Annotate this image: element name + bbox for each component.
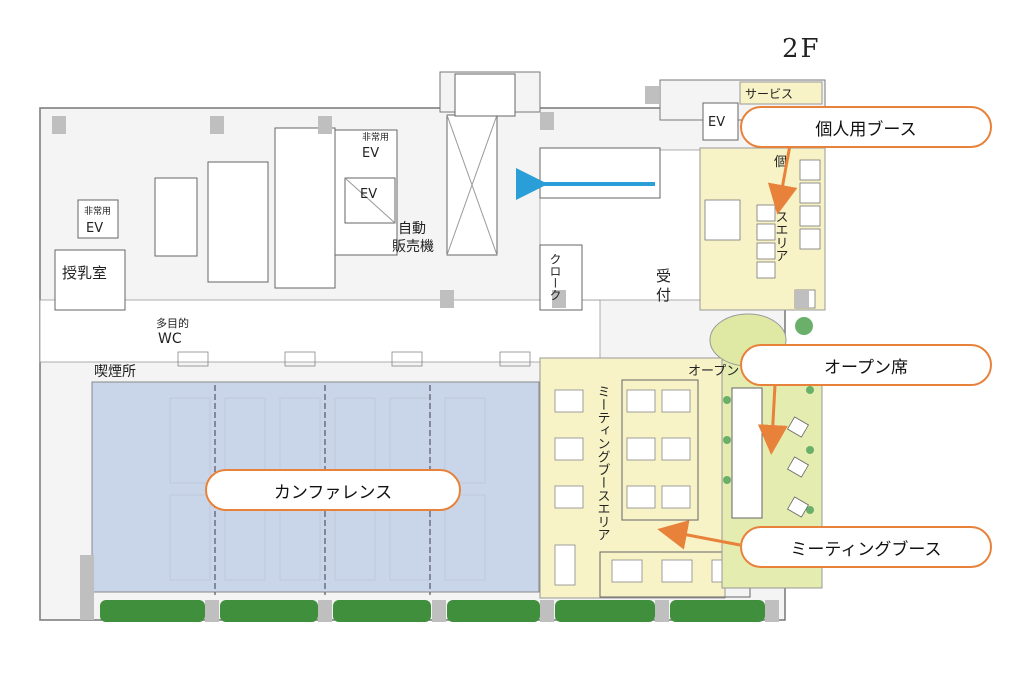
vending-label-1: 自動: [398, 221, 426, 237]
ev-label-1: EV: [86, 221, 103, 236]
callout-individual-booth: 個人用ブース: [740, 106, 992, 148]
callout-conference: カンファレンス: [205, 469, 461, 511]
callout-open-seating: オープン席: [740, 344, 992, 386]
ev-emergency-label-1: 非常用: [84, 205, 111, 217]
reception-label-2: 付: [656, 286, 671, 304]
smoking-label: 喫煙所: [94, 364, 136, 380]
meeting-tables: [554, 389, 743, 586]
floor-label: 2F: [782, 34, 821, 64]
ev-label-4: EV: [708, 115, 725, 130]
hedge-row: [100, 600, 765, 622]
individual-area-label: スエリア: [773, 210, 788, 262]
ev-label-3: EV: [360, 187, 377, 202]
ev-label-2: EV: [362, 146, 379, 161]
arrow-open: [757, 384, 788, 455]
vending-label-2: 販売機: [392, 239, 434, 255]
arrow-individual: [767, 144, 798, 215]
callout-meeting-booth: ミーティングブース: [740, 526, 992, 568]
ev-emergency-label-2: 非常用: [362, 131, 389, 143]
nursing-room-label: 授乳室: [62, 264, 107, 282]
service-label: サービス: [745, 87, 793, 101]
individual-partial-label: 個: [774, 155, 787, 170]
cloak-label: クローク: [548, 253, 562, 301]
reception-label-1: 受: [656, 267, 671, 285]
meeting-area-label: ミーティングブースエリア: [595, 385, 611, 541]
open-partial-label: オープン: [688, 364, 739, 379]
multipurpose-label-1: 多目的: [156, 316, 189, 330]
multipurpose-label-2: WC: [158, 331, 182, 347]
arrow-meeting: [657, 520, 741, 550]
